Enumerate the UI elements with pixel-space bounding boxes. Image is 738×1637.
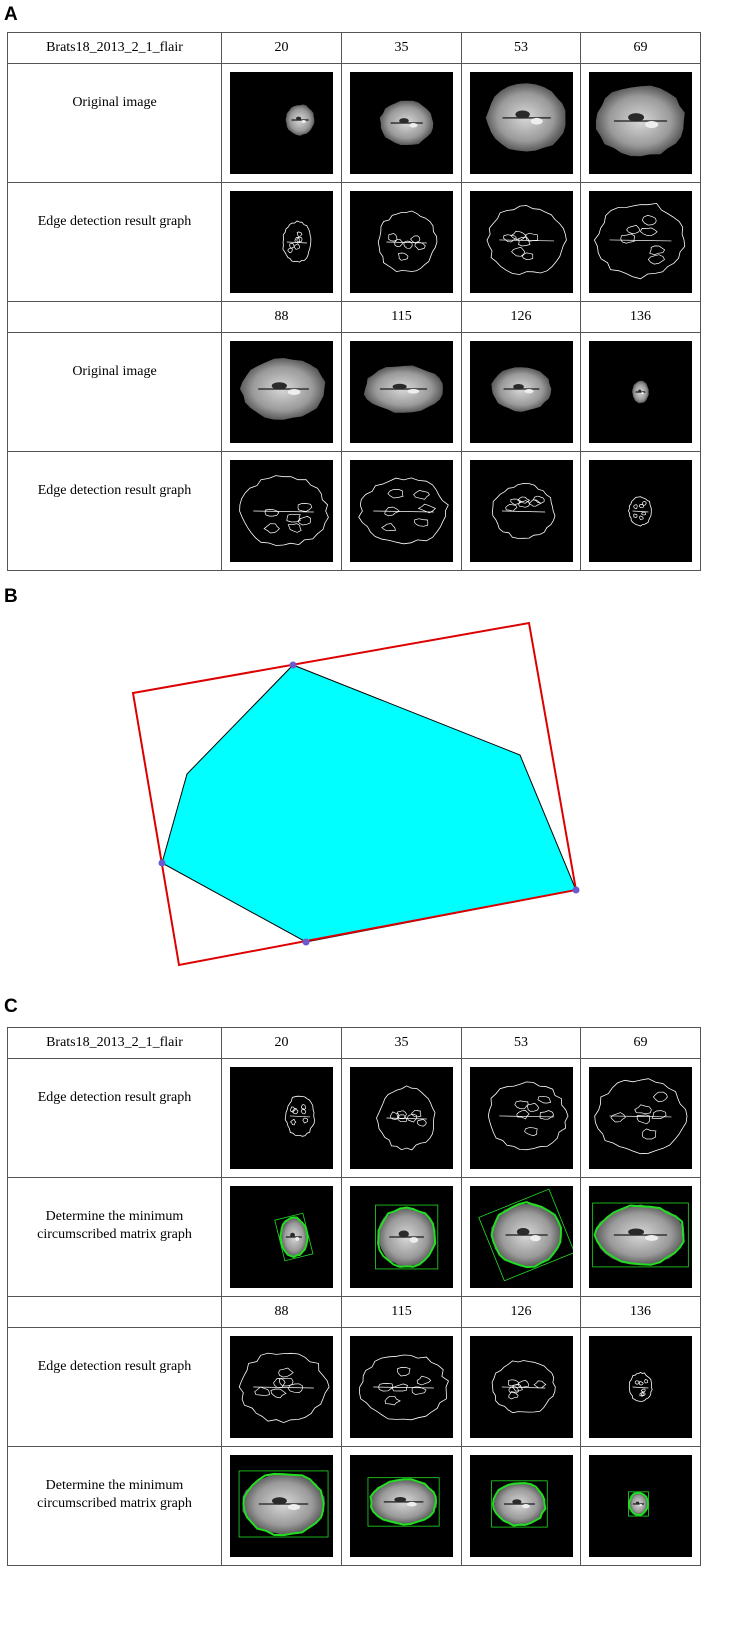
file-label-cell: Brats18_2013_2_1_flair bbox=[7, 32, 222, 64]
empty-header-cell bbox=[7, 1296, 222, 1328]
bounding-rect-image bbox=[469, 1186, 573, 1288]
slice-header: 35 bbox=[341, 1027, 462, 1059]
file-label-cell: Brats18_2013_2_1_flair bbox=[7, 1027, 222, 1059]
bounding-rect-image bbox=[469, 1455, 573, 1557]
edge-image bbox=[589, 1067, 692, 1169]
row-label-line: Determine the minimum bbox=[45, 1478, 184, 1493]
mri-image bbox=[230, 72, 333, 174]
panel-label-c: C bbox=[4, 996, 18, 1017]
edge-image bbox=[469, 1336, 573, 1438]
empty-header-cell bbox=[7, 301, 222, 333]
slice-header: 115 bbox=[341, 301, 462, 333]
row-label-min-rect: Determine the minimum circumscribed matr… bbox=[7, 1446, 222, 1566]
edge-image bbox=[589, 460, 692, 562]
edge-image bbox=[589, 1336, 692, 1438]
bounding-rect-image bbox=[589, 1455, 692, 1557]
slice-header: 126 bbox=[461, 1296, 581, 1328]
edge-image bbox=[350, 191, 453, 293]
slice-header: 20 bbox=[221, 32, 342, 64]
row-label-line: circumscribed matrix graph bbox=[37, 1496, 192, 1511]
slice-header: 20 bbox=[221, 1027, 342, 1059]
panel-label-b: B bbox=[4, 586, 18, 607]
bounding-rect-image bbox=[350, 1186, 453, 1288]
hull-vertex-dot bbox=[572, 886, 580, 894]
row-label-line: circumscribed matrix graph bbox=[37, 1227, 192, 1242]
row-label-edge: Edge detection result graph bbox=[7, 1058, 222, 1178]
mri-image bbox=[589, 341, 692, 443]
convex-hull-polygon bbox=[161, 664, 577, 943]
row-label-line: Determine the minimum bbox=[45, 1209, 184, 1224]
edge-image bbox=[469, 460, 573, 562]
row-label-edge: Edge detection result graph bbox=[7, 1327, 222, 1447]
slice-header: 115 bbox=[341, 1296, 462, 1328]
edge-image bbox=[230, 460, 333, 562]
edge-image bbox=[350, 460, 453, 562]
panel-c-table: Brats18_2013_2_1_flair 20 35 53 69 Edge … bbox=[7, 1027, 701, 1566]
edge-image bbox=[350, 1336, 453, 1438]
hull-vertex-dot bbox=[289, 661, 297, 669]
mri-image bbox=[469, 341, 573, 443]
row-label-min-rect: Determine the minimum circumscribed matr… bbox=[7, 1177, 222, 1297]
slice-header: 53 bbox=[461, 1027, 581, 1059]
edge-image bbox=[350, 1067, 453, 1169]
mri-image bbox=[350, 72, 453, 174]
slice-header: 136 bbox=[580, 301, 701, 333]
slice-header: 126 bbox=[461, 301, 581, 333]
row-label-edge: Edge detection result graph bbox=[7, 182, 222, 302]
panel-label-a: A bbox=[4, 4, 18, 25]
slice-header: 88 bbox=[221, 301, 342, 333]
slice-header: 69 bbox=[580, 1027, 701, 1059]
slice-header: 69 bbox=[580, 32, 701, 64]
row-label-original: Original image bbox=[7, 63, 222, 183]
hull-vertex-dot bbox=[302, 938, 310, 946]
slice-header: 53 bbox=[461, 32, 581, 64]
edge-image bbox=[469, 1067, 573, 1169]
bounding-rect-image bbox=[230, 1186, 333, 1288]
edge-image bbox=[230, 191, 333, 293]
edge-image bbox=[469, 191, 573, 293]
edge-image bbox=[230, 1336, 333, 1438]
panel-a-table: Brats18_2013_2_1_flair 20 35 53 69 Origi… bbox=[7, 32, 701, 571]
bounding-rect-image bbox=[350, 1455, 453, 1557]
mri-image bbox=[230, 341, 333, 443]
row-label-original: Original image bbox=[7, 332, 222, 452]
mri-image bbox=[350, 341, 453, 443]
mri-image bbox=[469, 72, 573, 174]
hull-vertex-dot bbox=[158, 859, 166, 867]
slice-header: 88 bbox=[221, 1296, 342, 1328]
slice-header: 136 bbox=[580, 1296, 701, 1328]
bounding-rect-image bbox=[230, 1455, 333, 1557]
convex-hull-diagram bbox=[131, 621, 580, 967]
mri-image bbox=[589, 72, 692, 174]
row-label-edge: Edge detection result graph bbox=[7, 451, 222, 571]
edge-image bbox=[589, 191, 692, 293]
edge-image bbox=[230, 1067, 333, 1169]
slice-header: 35 bbox=[341, 32, 462, 64]
bounding-rect-image bbox=[589, 1186, 692, 1288]
